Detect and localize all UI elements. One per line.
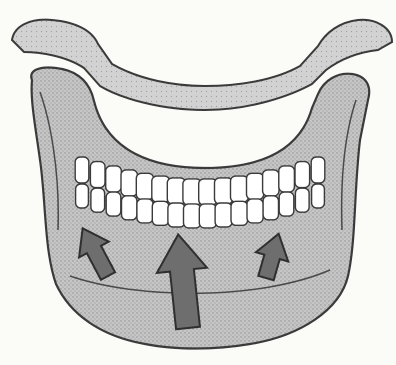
lower-tooth bbox=[279, 192, 294, 216]
lower-tooth bbox=[76, 184, 89, 208]
upper-tooth bbox=[90, 162, 105, 188]
lower-tooth bbox=[122, 196, 137, 220]
upper-tooth bbox=[279, 166, 295, 192]
upper-tooth bbox=[263, 170, 279, 196]
upper-tooth bbox=[75, 157, 89, 183]
lower-tooth bbox=[91, 188, 105, 212]
lower-tooth bbox=[184, 204, 201, 228]
upper-tooth bbox=[121, 170, 137, 196]
lower-tooth bbox=[295, 188, 309, 212]
lower-tooth bbox=[312, 184, 325, 208]
lower-tooth bbox=[137, 199, 153, 223]
lower-tooth bbox=[215, 203, 232, 227]
lower-tooth bbox=[199, 204, 216, 228]
lower-tooth bbox=[152, 201, 169, 225]
upper-tooth bbox=[247, 173, 264, 199]
upper-tooth bbox=[231, 176, 249, 202]
lower-tooth bbox=[247, 199, 263, 223]
upper-tooth bbox=[295, 162, 310, 188]
lower-tooth bbox=[168, 203, 185, 227]
upper-tooth bbox=[311, 157, 325, 183]
lower-tooth bbox=[263, 196, 278, 220]
lower-tooth bbox=[106, 192, 121, 216]
upper-tooth bbox=[106, 166, 122, 192]
lower-tooth bbox=[231, 201, 248, 225]
upper-tooth bbox=[136, 173, 153, 199]
